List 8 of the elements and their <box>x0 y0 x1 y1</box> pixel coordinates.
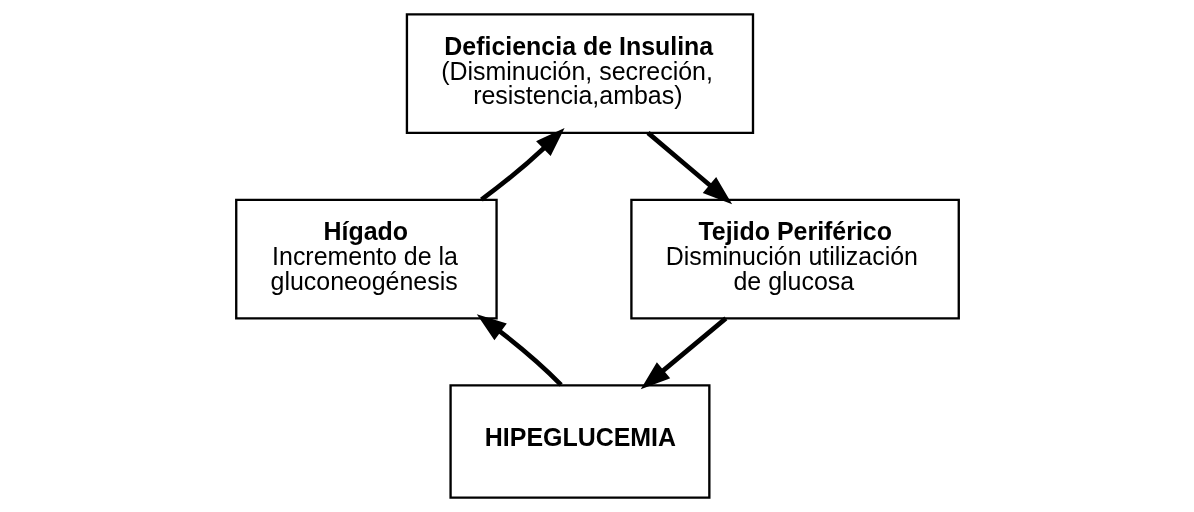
arrow <box>646 131 732 205</box>
arrow <box>640 316 727 390</box>
node-box: Deficiencia de Insulina (Disminución, secreción, resistencia,ambas) <box>405 13 754 134</box>
node-box: Tejido Periférico Disminución utilización de glucosa <box>629 198 960 320</box>
arrow <box>476 314 563 387</box>
node-box: Hígado Incremento de la gluconeogénesis <box>234 198 498 320</box>
node-box: HIPEGLUCEMIA <box>448 384 710 499</box>
arrow <box>479 127 565 202</box>
